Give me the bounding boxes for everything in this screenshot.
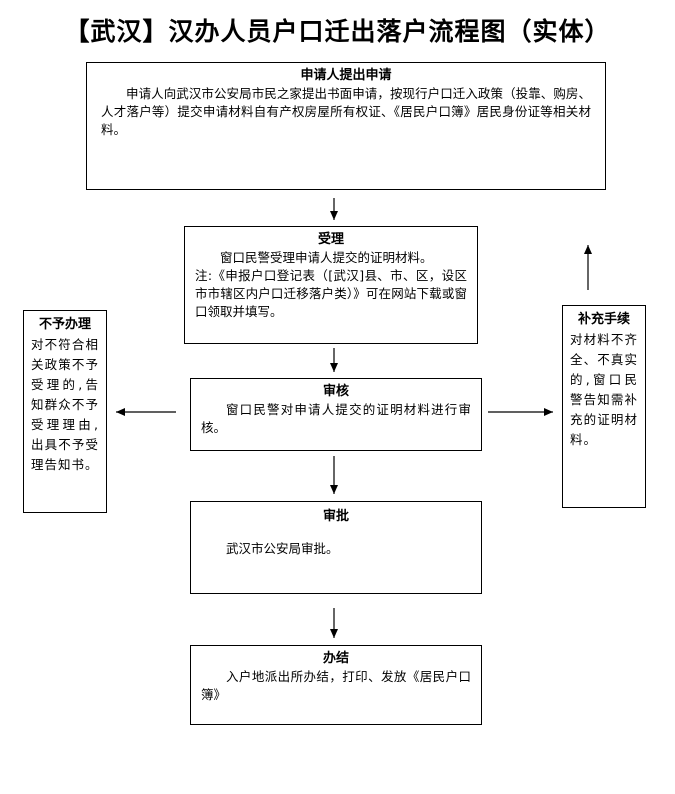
- step-approve-box: 审批 武汉市公安局审批。: [190, 501, 482, 594]
- reject-text: 对不符合相关政策不予受理的,告知群众不予受理理由,出具不予受理告知书。: [31, 337, 99, 472]
- step-accept-box: 受理 窗口民警受理申请人提交的证明材料。 注:《申报户口登记表（[武汉]县、市、…: [184, 226, 478, 344]
- step-review-text: 窗口民警对申请人提交的证明材料进行审核。: [201, 402, 471, 435]
- step-accept-text: 窗口民警受理申请人提交的证明材料。: [220, 250, 433, 265]
- reject-heading: 不予办理: [38, 317, 91, 332]
- supplement-box: 补充手续 对材料不齐全、不真实的,窗口民警告知需补充的证明材料。: [562, 305, 646, 508]
- step-approve-text: 武汉市公安局审批。: [226, 541, 339, 556]
- step-accept-note: 注:《申报户口登记表（[武汉]县、市、区，设区市市辖区内户口迁移落户类）》可在网…: [195, 268, 467, 319]
- page-title: 【武汉】汉办人员户口迁出落户流程图（实体）: [64, 17, 611, 46]
- reject-box: 不予办理 对不符合相关政策不予受理的,告知群众不予受理理由,出具不予受理告知书。: [23, 310, 107, 513]
- step-review-box: 审核 窗口民警对申请人提交的证明材料进行审核。: [190, 378, 482, 451]
- step-apply-text: 申请人向武汉市公安局市民之家提出书面申请，按现行户口迁入政策（投靠、购房、人才落…: [101, 86, 591, 137]
- supplement-heading: 补充手续: [577, 312, 630, 327]
- supplement-text: 对材料不齐全、不真实的,窗口民警告知需补充的证明材料。: [570, 332, 638, 447]
- step-apply-heading: 申请人提出申请: [300, 68, 392, 83]
- step-approve-heading: 审批: [322, 509, 349, 524]
- step-complete-text: 入户地派出所办结，打印、发放《居民户口簿》: [201, 669, 471, 702]
- step-apply-box: 申请人提出申请 申请人向武汉市公安局市民之家提出书面申请，按现行户口迁入政策（投…: [86, 62, 606, 190]
- step-complete-heading: 办结: [322, 651, 349, 666]
- step-complete-box: 办结 入户地派出所办结，打印、发放《居民户口簿》: [190, 645, 482, 725]
- step-accept-heading: 受理: [317, 232, 344, 247]
- step-review-heading: 审核: [322, 384, 349, 399]
